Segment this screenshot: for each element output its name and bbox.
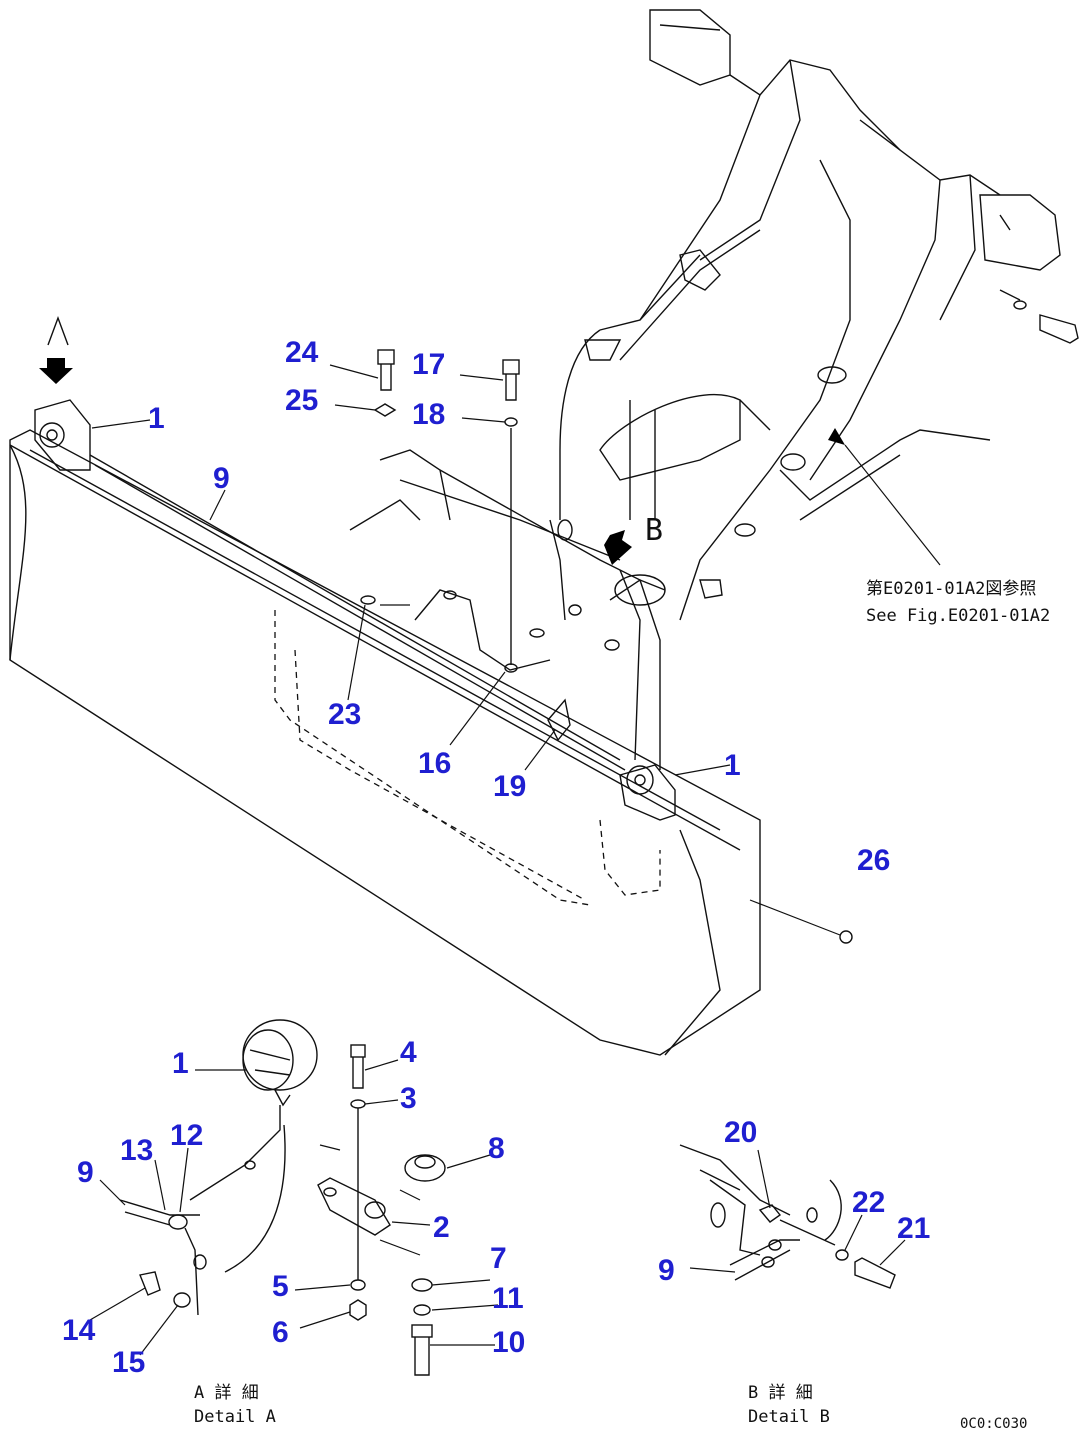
callout-9: 9	[77, 1156, 94, 1189]
detail-a-title-jp: A 詳 細	[194, 1383, 259, 1403]
view-arrow-b	[604, 530, 632, 565]
view-arrow-a	[39, 315, 73, 384]
leaders-detail-a	[89, 1059, 499, 1356]
callouts: 1 9 24 25 17 18 23 16 19 1 26 1 4 3 8 2 …	[62, 336, 930, 1379]
lift-frame	[559, 9, 1079, 621]
callout-23: 23	[328, 698, 361, 731]
drawing-code: 0C0:C030	[960, 1416, 1027, 1432]
fig-reference-jp: 第E0201-01A2図参照	[866, 579, 1036, 599]
callout-22: 22	[852, 1186, 885, 1219]
lamp-bracket-right	[619, 764, 676, 821]
blade	[9, 429, 761, 1056]
drawing-text: B 第E0201-01A2図参照 See Fig.E0201-01A2 A 詳 …	[194, 513, 1050, 1432]
callout-16: 16	[418, 747, 451, 780]
wiring-harness	[89, 454, 626, 771]
fig-reference-en: See Fig.E0201-01A2	[866, 606, 1050, 626]
detail-a-bracket	[317, 1044, 446, 1376]
callout-9: 9	[658, 1254, 675, 1287]
callout-3: 3	[400, 1082, 417, 1115]
detail-b-title-en: Detail B	[748, 1407, 830, 1427]
callout-2: 2	[433, 1211, 450, 1244]
callout-24: 24	[285, 336, 319, 369]
detail-a-lamp	[189, 1019, 318, 1273]
bolt-17	[502, 359, 520, 401]
callout-10: 10	[492, 1326, 525, 1359]
callout-11: 11	[492, 1282, 524, 1315]
callout-26: 26	[857, 844, 890, 877]
leaders-detail-b	[689, 1149, 906, 1273]
washer-18	[504, 417, 518, 673]
callout-6: 6	[272, 1316, 289, 1349]
callout-8: 8	[488, 1132, 505, 1165]
callout-17: 17	[412, 348, 445, 381]
callout-1: 1	[148, 402, 165, 435]
callout-1: 1	[724, 749, 741, 782]
callout-14: 14	[62, 1314, 96, 1347]
callout-12: 12	[170, 1119, 203, 1152]
detail-b-parts	[679, 1144, 896, 1289]
view-marker-b: B	[645, 513, 663, 548]
lamp-bracket-left	[34, 399, 91, 471]
detail-b-title-jp: B 詳 細	[748, 1383, 813, 1403]
leaders-main	[91, 364, 941, 936]
washer-25	[373, 403, 397, 417]
callout-9: 9	[213, 462, 230, 495]
callout-15: 15	[112, 1346, 145, 1379]
callout-5: 5	[272, 1270, 289, 1303]
blade-back-dashed	[274, 610, 661, 906]
nut-26	[839, 930, 853, 944]
callout-19: 19	[493, 770, 526, 803]
callout-4: 4	[400, 1036, 417, 1069]
center-pivot	[349, 366, 847, 770]
callout-25: 25	[285, 384, 318, 417]
detail-a-harness	[119, 1160, 256, 1316]
callout-7: 7	[490, 1242, 507, 1275]
callout-13: 13	[120, 1134, 153, 1167]
callout-18: 18	[412, 398, 445, 431]
callout-1: 1	[172, 1047, 189, 1080]
callout-21: 21	[897, 1212, 930, 1245]
bolt-24	[377, 349, 395, 391]
callout-20: 20	[724, 1116, 757, 1149]
detail-a-title-en: Detail A	[194, 1407, 276, 1427]
